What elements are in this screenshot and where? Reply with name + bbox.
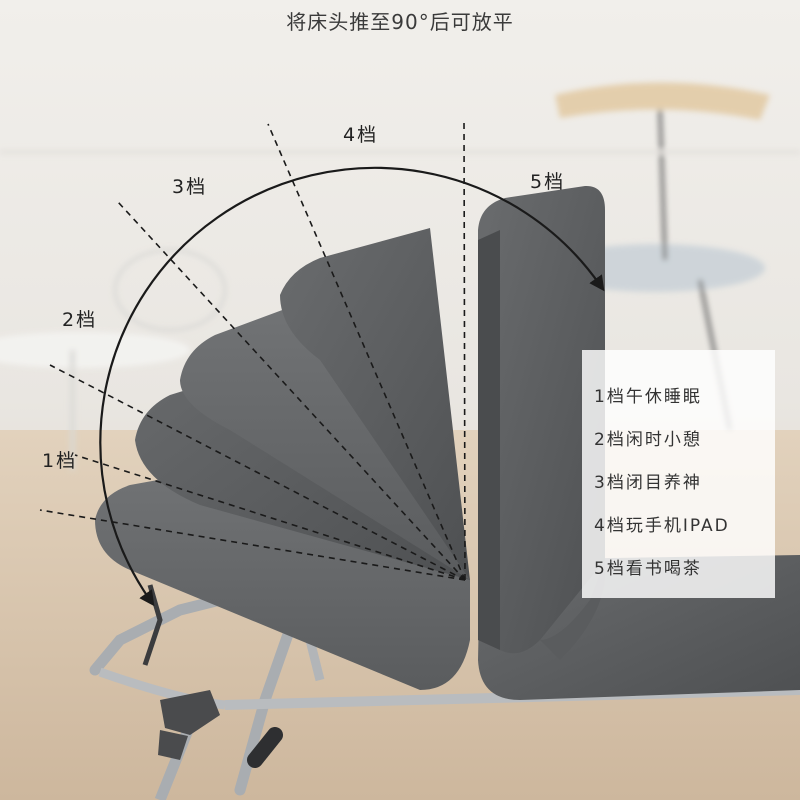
page-title: 将床头推至90°后可放平 [286,10,514,34]
usage-panel: 1档午休睡眠 2档闲时小憩 3档闭目养神 4档玩手机IPAD 5档看书喝茶 [582,350,775,598]
usage-item-1: 1档午休睡眠 [594,387,702,407]
gear-label-5: 5档 [530,171,566,193]
usage-item-4: 4档玩手机IPAD [594,516,730,536]
gear-label-3: 3档 [172,176,208,198]
rotation-arc-arrow [99,166,605,607]
usage-item-3: 3档闭目养神 [594,473,702,493]
usage-item-5: 5档看书喝茶 [594,559,702,579]
gear-label-1: 1档 [42,450,78,472]
gear-label-2: 2档 [62,309,98,331]
usage-item-2: 2档闲时小憩 [594,430,702,450]
gear-label-4: 4档 [343,124,379,146]
